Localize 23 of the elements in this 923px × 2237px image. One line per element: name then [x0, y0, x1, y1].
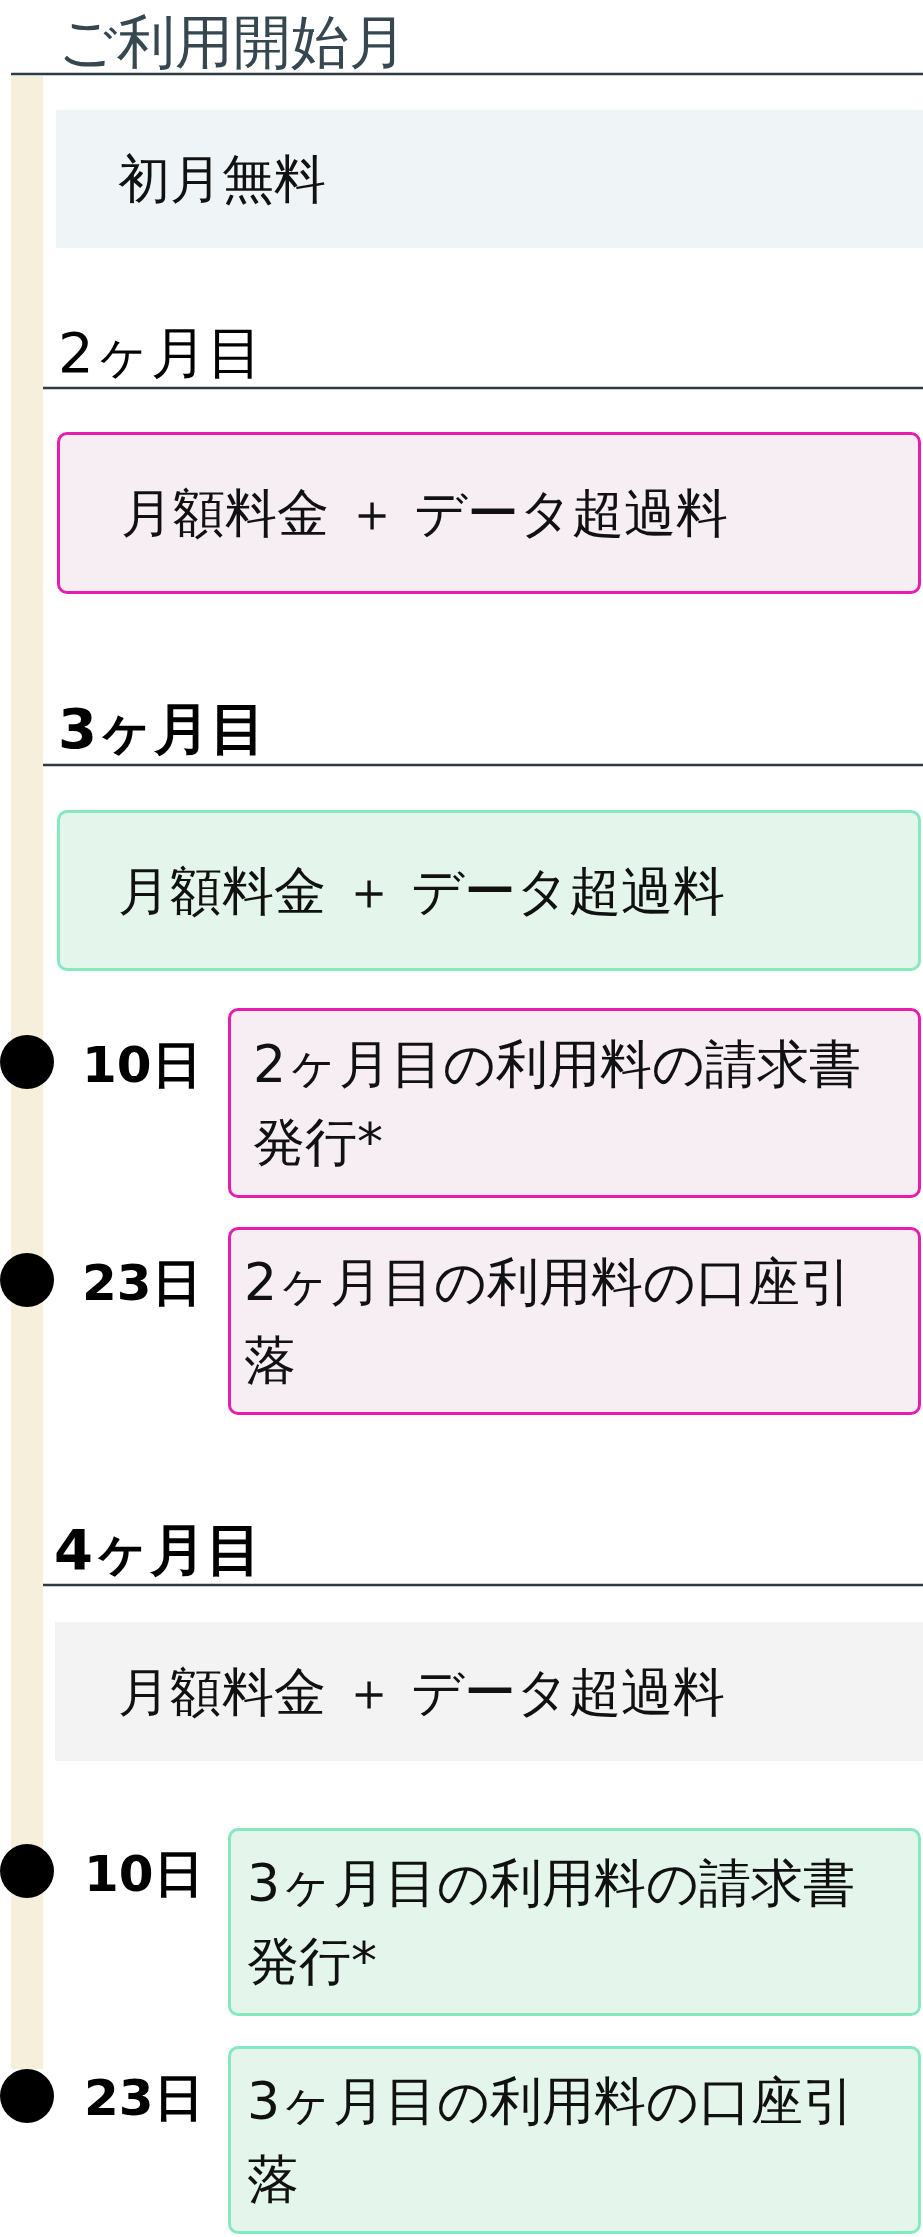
- date-label: 10日: [82, 1035, 202, 1095]
- info-card: [228, 1227, 921, 1415]
- date-label: 23日: [82, 1253, 202, 1313]
- date-label: 10日: [84, 1844, 204, 1904]
- card-text: 3ヶ月目の利用料の口座引落: [247, 2070, 857, 2211]
- info-card: [57, 810, 921, 971]
- section-heading: 4ヶ月目: [54, 1515, 262, 1583]
- card-text: 月額料金 ＋ データ超過料: [118, 859, 726, 923]
- info-card: [57, 432, 921, 594]
- card-text: 月額料金 ＋ データ超過料: [118, 1660, 726, 1724]
- info-card: [228, 1828, 921, 2016]
- card-text: 月額料金 ＋ データ超過料: [121, 482, 729, 545]
- date-label: 23日: [84, 2068, 204, 2128]
- card-text: 2ヶ月目の利用料の請求書発行*: [253, 1033, 863, 1174]
- section-heading: 3ヶ月目: [58, 694, 266, 762]
- info-card: [228, 2046, 921, 2234]
- timeline: [0, 76, 54, 2123]
- card-text: 3ヶ月目の利用料の請求書発行*: [247, 1852, 857, 1993]
- info-card: [228, 1008, 921, 1198]
- card-text: 初月無料: [118, 148, 326, 211]
- section-heading: ご利用開始月: [58, 7, 407, 77]
- card-text: 2ヶ月目の利用料の口座引落: [244, 1251, 854, 1392]
- section-heading: 2ヶ月目: [58, 318, 263, 386]
